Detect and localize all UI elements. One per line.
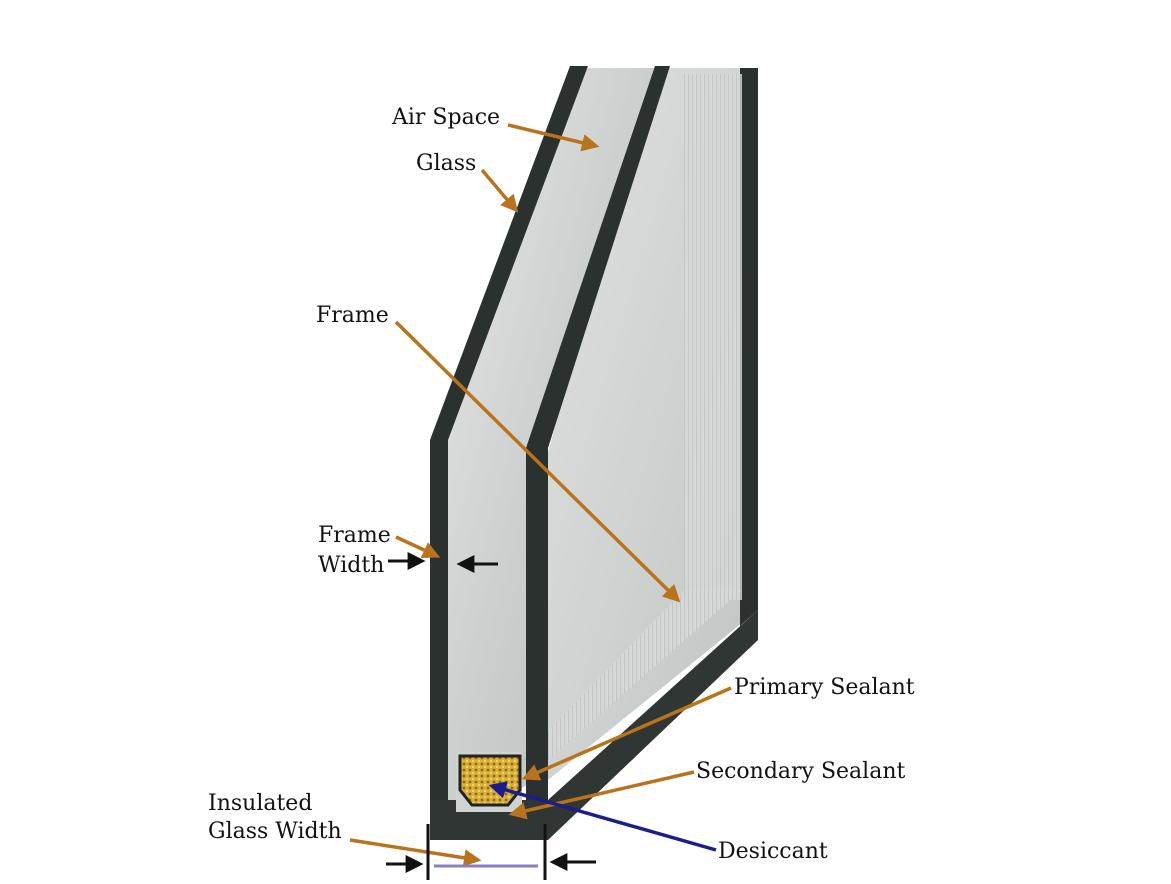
leader-glass xyxy=(480,168,519,213)
label-frame: Frame xyxy=(316,303,389,328)
label-insulated-glass-width-line2: Glass Width xyxy=(208,819,342,844)
desiccant-chamber xyxy=(458,754,522,807)
leader-insulated-glass-width xyxy=(349,838,482,867)
label-insulated-glass-width-line1: Insulated xyxy=(208,791,312,816)
label-primary-sealant: Primary Sealant xyxy=(734,675,915,700)
leader-air-space xyxy=(507,123,600,152)
middle-glass-pane xyxy=(445,68,660,830)
leader-desiccant xyxy=(488,781,717,852)
front-glass-edge xyxy=(430,66,670,840)
spacer-frame xyxy=(520,74,742,760)
leader-frame xyxy=(394,320,681,603)
leader-primary-sealant xyxy=(521,686,732,781)
label-air-space: Air Space xyxy=(391,105,500,130)
leader-lines xyxy=(349,123,732,867)
label-glass: Glass xyxy=(416,151,476,176)
label-secondary-sealant: Secondary Sealant xyxy=(696,759,905,784)
leader-secondary-sealant xyxy=(508,770,695,820)
insulated-glass-width-dimension xyxy=(386,824,596,880)
label-frame-width-line1: Frame xyxy=(318,523,391,548)
label-desiccant: Desiccant xyxy=(718,839,828,864)
label-frame-width-line2: Width xyxy=(318,553,384,578)
leader-frame-width xyxy=(395,535,441,559)
frame-width-arrows xyxy=(388,552,498,573)
